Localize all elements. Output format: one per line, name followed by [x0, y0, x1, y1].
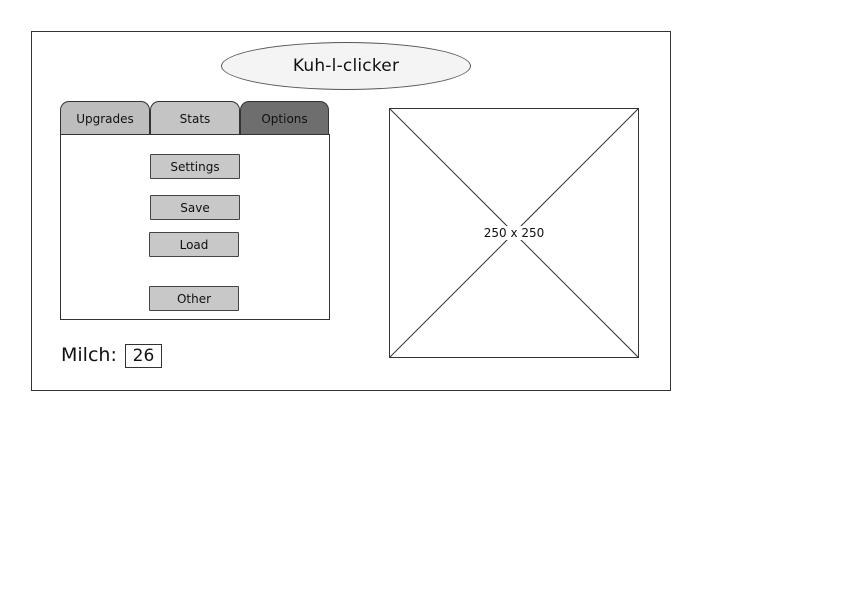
app-title-banner: Kuh-l-clicker: [221, 42, 471, 90]
settings-button[interactable]: Settings: [150, 154, 240, 179]
load-button-label: Load: [179, 237, 209, 252]
tab-options[interactable]: Options: [240, 101, 329, 134]
app-title: Kuh-l-clicker: [292, 56, 400, 76]
milch-counter: 26: [125, 344, 162, 368]
tab-options-label: Options: [261, 112, 308, 126]
save-button[interactable]: Save: [150, 195, 240, 220]
tab-upgrades-label: Upgrades: [76, 112, 134, 126]
tab-stats-label: Stats: [179, 112, 211, 126]
other-button-label: Other: [176, 291, 212, 306]
other-button[interactable]: Other: [149, 286, 239, 311]
image-size-label: 250 x 250: [481, 226, 547, 240]
settings-button-label: Settings: [170, 159, 220, 174]
milch-label: Milch:: [61, 344, 117, 366]
load-button[interactable]: Load: [149, 232, 239, 257]
milch-value: 26: [132, 346, 155, 366]
save-button-label: Save: [180, 200, 210, 215]
tab-upgrades[interactable]: Upgrades: [60, 101, 150, 134]
tab-stats[interactable]: Stats: [150, 101, 240, 134]
cow-image-placeholder[interactable]: 250 x 250: [389, 108, 639, 358]
